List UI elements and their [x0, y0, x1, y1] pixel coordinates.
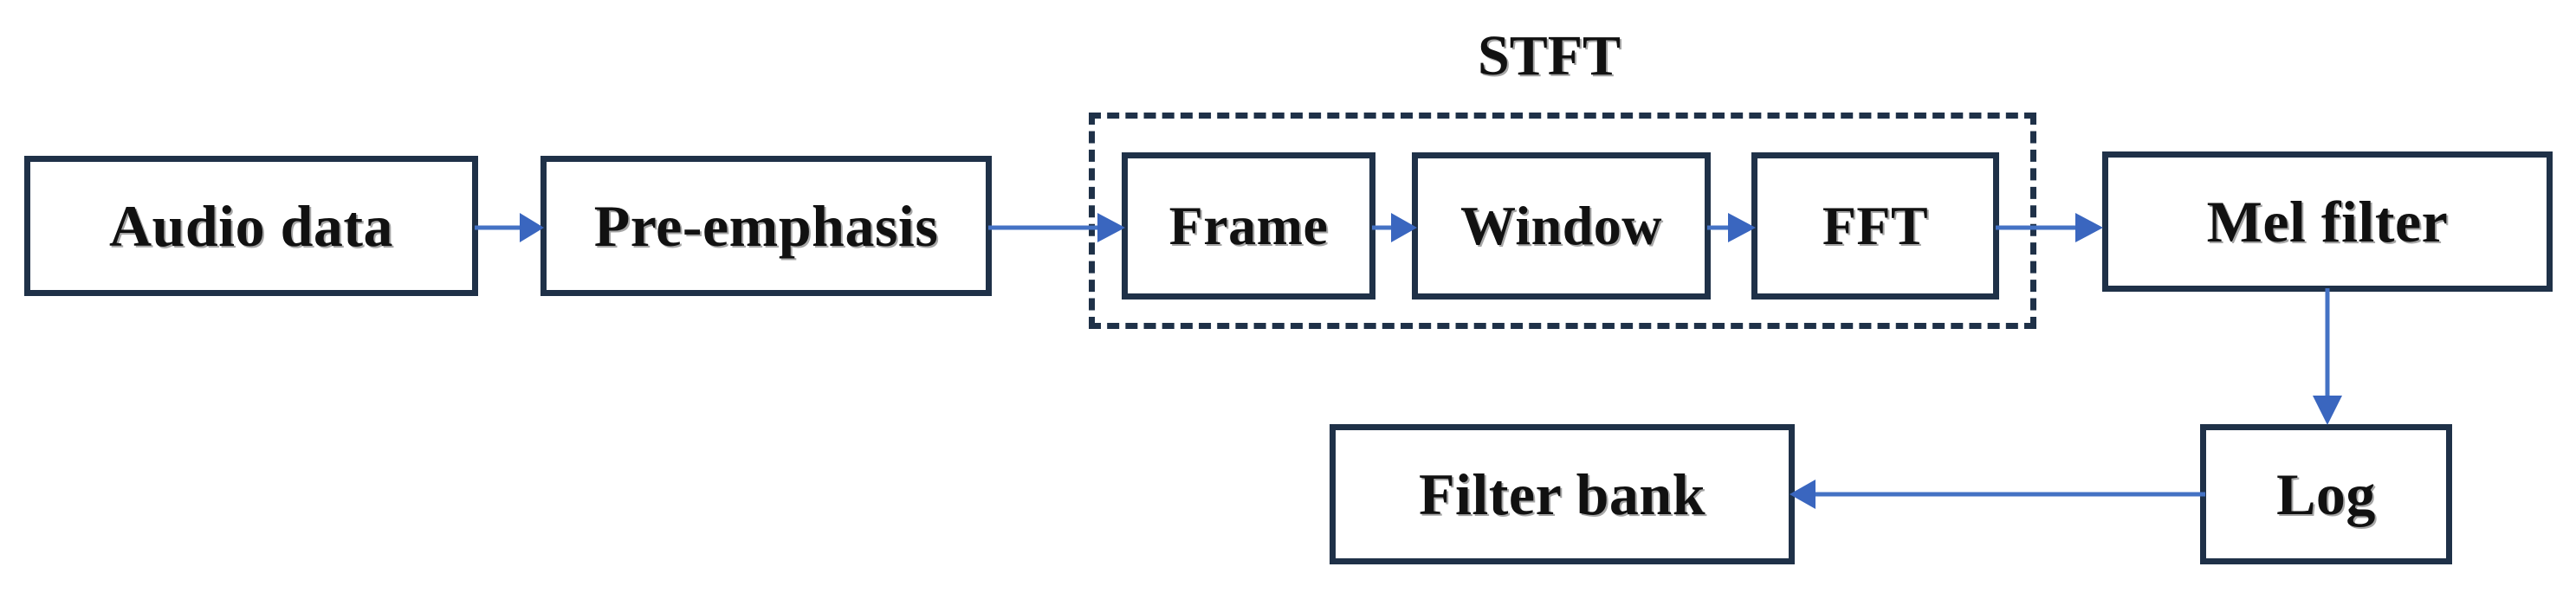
node-filter-bank[interactable]: Filter bank: [1330, 424, 1795, 564]
node-audio-data[interactable]: Audio data: [24, 156, 478, 296]
edge-audio-data-to-pre-emphasis: [475, 208, 547, 248]
node-window[interactable]: Window: [1412, 152, 1711, 300]
node-frame-label: Frame: [1168, 195, 1329, 256]
node-log[interactable]: Log: [2200, 424, 2452, 564]
edge-log-to-filter-bank: [1786, 474, 2205, 514]
edge-mel-filter-to-log: [2307, 288, 2347, 428]
node-fft-label: FFT: [1822, 195, 1929, 256]
node-audio-data-label: Audio data: [108, 193, 394, 259]
node-mel-filter[interactable]: Mel filter: [2102, 151, 2553, 292]
node-mel-filter-label: Mel filter: [2206, 189, 2449, 254]
edge-pre-emphasis-to-frame: [988, 208, 1132, 248]
edge-fft-to-mel-filter: [1996, 208, 2108, 248]
stft-group-label: STFT: [1478, 24, 1621, 87]
node-frame[interactable]: Frame: [1122, 152, 1375, 300]
node-pre-emphasis-label: Pre-emphasis: [593, 193, 939, 259]
node-log-label: Log: [2276, 461, 2376, 527]
edge-window-to-fft: [1707, 208, 1759, 248]
node-window-label: Window: [1460, 195, 1663, 256]
stft-group-box: [1089, 113, 2036, 329]
node-fft[interactable]: FFT: [1751, 152, 1999, 300]
node-filter-bank-label: Filter bank: [1418, 461, 1706, 527]
node-pre-emphasis[interactable]: Pre-emphasis: [540, 156, 992, 296]
edge-frame-to-window: [1372, 208, 1421, 248]
